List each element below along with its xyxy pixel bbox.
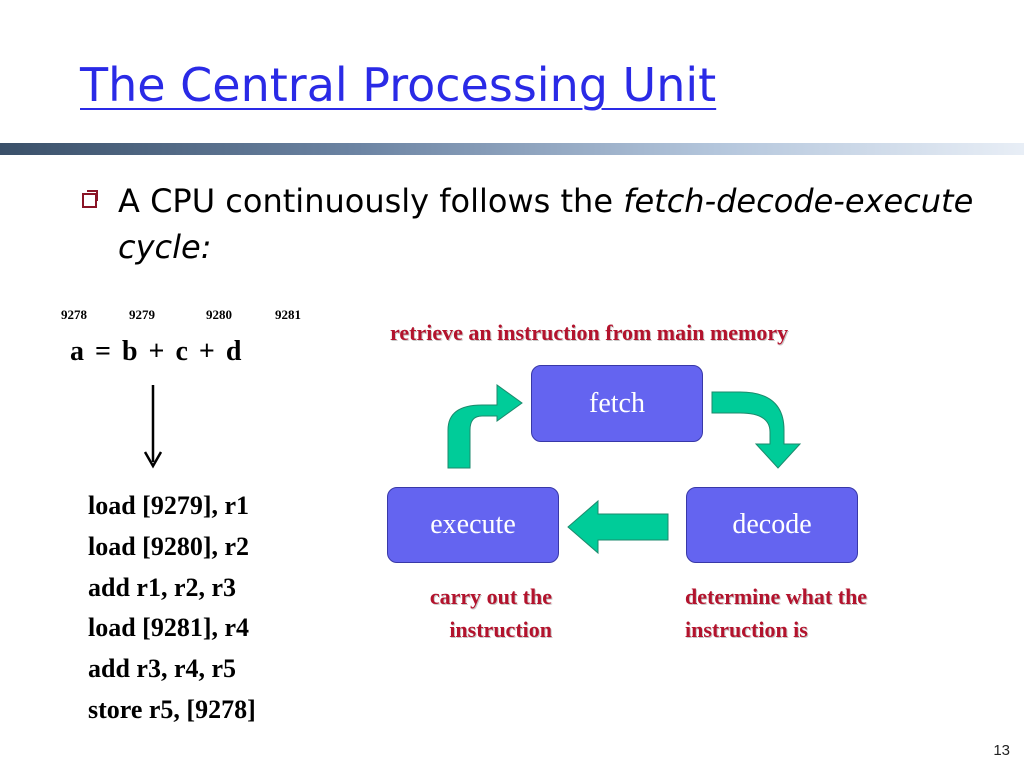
- fetch-to-decode-arrow-icon: [711, 391, 802, 469]
- bullet-prefix: A CPU continuously follows the: [118, 182, 624, 220]
- address-label-b: 9279: [129, 307, 155, 322]
- title-divider-bar: [0, 143, 1024, 155]
- execute-caption-line-1: carry out the: [429, 584, 552, 609]
- code-line: load [9279], r1: [88, 491, 250, 520]
- fetch-node-label: fetch: [589, 387, 645, 419]
- execute-caption: carry out the instruction: [330, 580, 552, 646]
- decode-to-execute-arrow-icon: [567, 499, 669, 555]
- execute-node-label: execute: [430, 509, 516, 540]
- bullet-text: A CPU continuously follows the fetch-dec…: [118, 178, 998, 270]
- address-label-a: 9278: [61, 307, 87, 322]
- bullet-checkbox-icon: [82, 190, 98, 208]
- execute-node: execute: [387, 487, 559, 563]
- fetch-node: fetch: [531, 365, 703, 442]
- expression-text: a = b + c + d: [70, 336, 242, 367]
- assembly-code-list: load [9279], r1 load [9280], r2 add r1, …: [88, 486, 256, 731]
- bullet-emphasis: fetch-decode-execute cycle:: [118, 182, 974, 266]
- code-line: load [9281], r4: [88, 613, 250, 643]
- page-number: 13: [993, 742, 1010, 759]
- decode-node: decode: [686, 487, 858, 563]
- decode-caption-line-1: determine what the: [685, 584, 868, 609]
- decode-caption: determine what the instruction is: [685, 580, 867, 646]
- slide-title: The Central Processing Unit: [80, 58, 717, 112]
- decode-node-label: decode: [732, 509, 812, 540]
- address-label-d: 9281: [275, 307, 301, 322]
- execute-to-fetch-arrow-icon: [447, 384, 523, 469]
- decode-caption-line-2: instruction is: [685, 617, 808, 642]
- execute-caption-line-2: instruction: [449, 617, 552, 642]
- code-line: load [9280], r2: [88, 531, 250, 561]
- address-label-c: 9280: [206, 307, 232, 322]
- code-line: add r3, r4, r5: [88, 654, 237, 684]
- code-line: add r1, r2, r3: [88, 572, 237, 602]
- fetch-caption: retrieve an instruction from main memory: [390, 320, 789, 345]
- code-line: store r5, [9278]: [88, 694, 256, 724]
- compile-down-arrow-icon: [143, 385, 163, 469]
